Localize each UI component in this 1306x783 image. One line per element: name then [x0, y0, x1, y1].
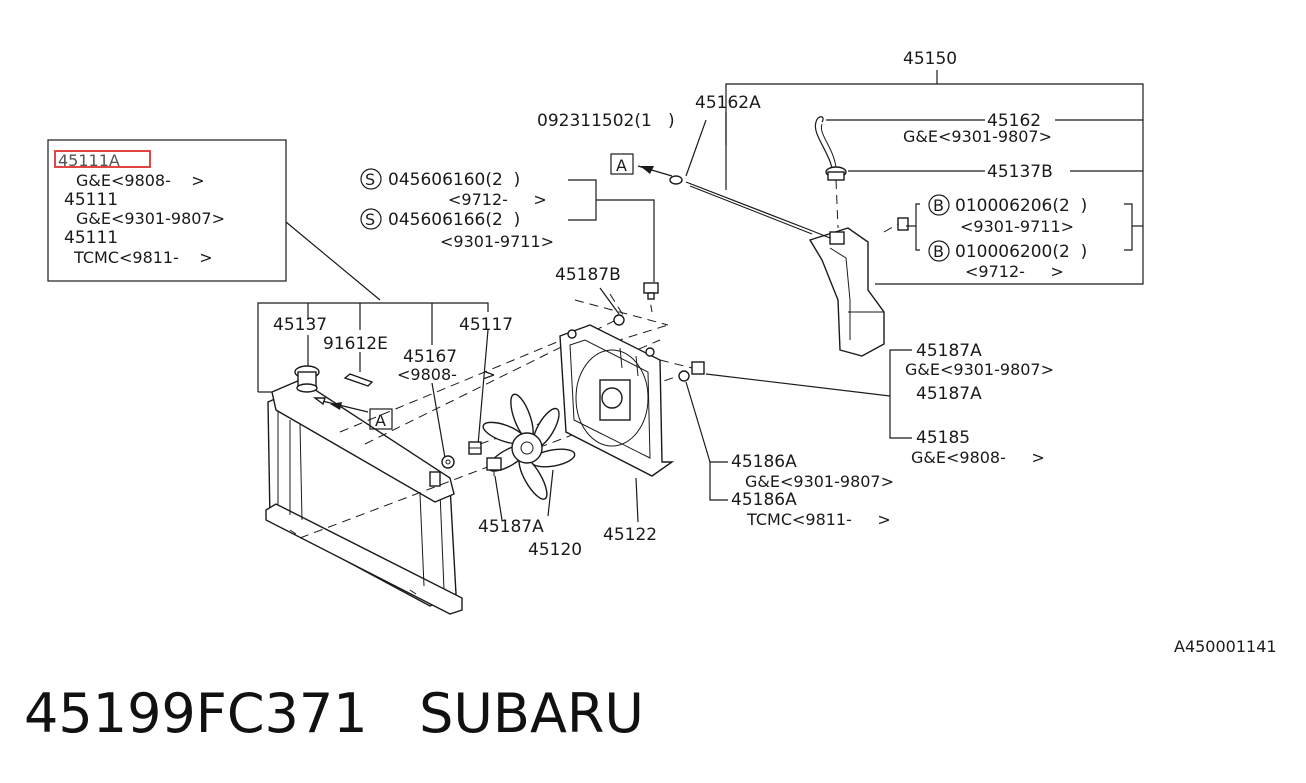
- label-45150[interactable]: 45150: [903, 49, 957, 69]
- upper-right-leaders: [685, 70, 1144, 285]
- reservoir-bolts[interactable]: [883, 217, 909, 233]
- label-s2-range: <9301-9711>: [440, 232, 554, 251]
- cooling-fan[interactable]: [481, 392, 576, 503]
- label-45187a-1[interactable]: 45187A: [916, 341, 982, 361]
- svg-text:S: S: [365, 210, 375, 229]
- s-marker-1: S: [360, 168, 382, 190]
- plug-45117[interactable]: [468, 441, 482, 455]
- diagram-id: A450001141: [1174, 637, 1277, 656]
- label-45186a-2[interactable]: 45186A: [731, 490, 797, 510]
- fan-shroud[interactable]: [559, 324, 675, 477]
- inset-line-4[interactable]: 45111: [64, 228, 118, 248]
- ref-letter-a-lower: A: [375, 411, 386, 430]
- label-45186a-2-range: TCMC<9811- >: [746, 510, 891, 529]
- label-092311502[interactable]: 092311502(1 ): [537, 111, 675, 131]
- label-45187a-2[interactable]: 45187A: [916, 384, 982, 404]
- b-marker-2: B: [928, 240, 950, 262]
- svg-text:B: B: [933, 242, 944, 261]
- radiator-leader-bracket: [257, 302, 489, 459]
- label-b1-range: <9301-9711>: [960, 217, 1074, 236]
- label-45186a-1-range: G&E<9301-9807>: [745, 472, 894, 491]
- middle-right-leaders: [599, 287, 912, 439]
- inset-line-3: G&E<9301-9807>: [76, 209, 225, 228]
- radiator-cap[interactable]: [294, 365, 320, 393]
- label-45122[interactable]: 45122: [603, 525, 657, 545]
- lower-leaders: [494, 381, 728, 523]
- label-45137[interactable]: 45137: [273, 315, 327, 335]
- label-b1-code[interactable]: 010006206(2 ): [955, 196, 1087, 216]
- drain-plug[interactable]: [441, 455, 455, 469]
- label-45187a-1-range: G&E<9301-9807>: [905, 360, 1054, 379]
- label-45185-range: G&E<9808- >: [911, 448, 1045, 467]
- label-45120[interactable]: 45120: [528, 540, 582, 560]
- label-45186a-1[interactable]: 45186A: [731, 452, 797, 472]
- reservoir-cap[interactable]: [825, 166, 847, 229]
- b-marker-1: B: [928, 194, 950, 216]
- label-b2-range: <9712- >: [965, 262, 1064, 281]
- ref-letter-a-upper: A: [616, 156, 627, 175]
- label-45167-range: <9808- >: [397, 365, 496, 384]
- inset-line-0[interactable]: 45111A: [58, 151, 120, 170]
- inset-line-1: G&E<9808- >: [76, 171, 205, 190]
- bolt-45187b[interactable]: [643, 282, 659, 300]
- hose-arrow-a-upper: [637, 165, 673, 177]
- reservoir-tank[interactable]: [808, 227, 885, 357]
- label-45167[interactable]: 45167: [403, 347, 457, 367]
- inset-line-2[interactable]: 45111: [64, 190, 118, 210]
- label-s2-code[interactable]: 045606166(2 ): [388, 210, 520, 230]
- label-45137b[interactable]: 45137B: [987, 162, 1053, 182]
- label-45162-range: G&E<9301-9807>: [903, 127, 1052, 146]
- cap-hose-45162[interactable]: [814, 116, 837, 169]
- sticker-91612e[interactable]: [343, 373, 374, 387]
- label-45185[interactable]: 45185: [916, 428, 970, 448]
- s-marker-2: S: [360, 208, 382, 230]
- ref-box-a-lower[interactable]: A: [369, 408, 393, 430]
- label-45162[interactable]: 45162: [987, 111, 1041, 131]
- inset-box: 45111A G&E<9808- > 45111 G&E<9301-9807> …: [47, 139, 381, 301]
- s-group-leaders: [568, 179, 655, 282]
- ref-box-a-upper[interactable]: A: [610, 153, 634, 175]
- label-45162a[interactable]: 45162A: [695, 93, 761, 113]
- nut-45187a-upper[interactable]: [613, 314, 705, 382]
- label-s1-range: <9712- >: [448, 190, 547, 209]
- label-45117[interactable]: 45117: [459, 315, 513, 335]
- bolt-45187a-lower[interactable]: [486, 457, 502, 476]
- label-91612e[interactable]: 91612E: [323, 334, 388, 354]
- label-45187b[interactable]: 45187B: [555, 265, 621, 285]
- highlight-box[interactable]: [54, 150, 151, 168]
- label-b2-code[interactable]: 010006200(2 ): [955, 242, 1087, 262]
- svg-text:S: S: [365, 170, 375, 189]
- label-s1-code[interactable]: 045606160(2 ): [388, 170, 520, 190]
- overflow-hose[interactable]: [669, 175, 831, 239]
- label-45187a-3[interactable]: 45187A: [478, 517, 544, 537]
- radiator[interactable]: [265, 379, 463, 615]
- svg-text:B: B: [933, 196, 944, 215]
- inset-line-5: TCMC<9811- >: [73, 248, 213, 267]
- part-number-caption: 45199FC371 SUBARU: [24, 682, 644, 745]
- hose-arrow-a-radiator: [312, 397, 369, 413]
